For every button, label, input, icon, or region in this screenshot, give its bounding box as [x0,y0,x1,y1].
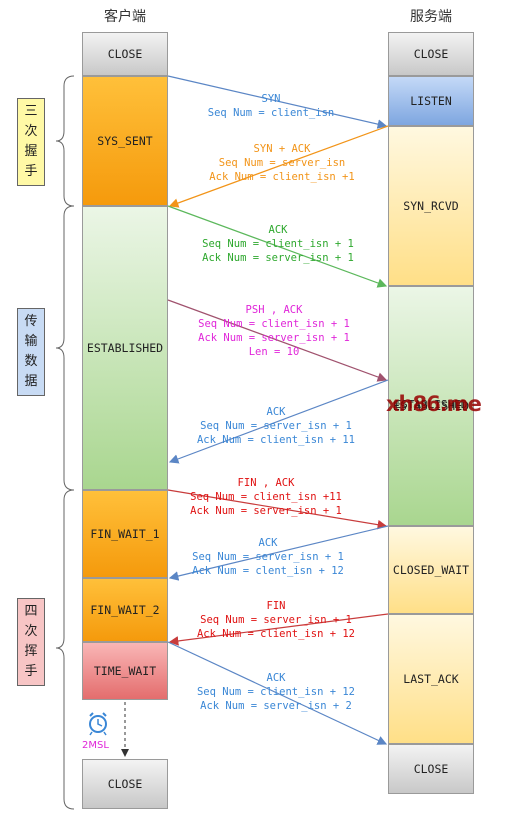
server-state-last-ack: LAST_ACK [388,614,474,744]
phase-label-wave: 四次 挥手 [17,598,45,686]
arrow-syn-ack [168,125,389,208]
phase-label-data-transfer: 传输 数据 [17,308,45,396]
client-state-close-bottom: CLOSE [82,759,168,809]
client-header: 客户端 [104,9,146,25]
arrow-data-ack [168,379,389,464]
server-state-closed-wait: CLOSED_WAIT [388,526,474,614]
arrow-close-ack [168,525,389,581]
arrow-fin-ack [167,489,388,530]
phase-label-handshake: 三次 握手 [17,98,45,186]
brace-handshake [55,75,75,207]
server-state-close-top: CLOSE [388,32,474,76]
client-state-fin-wait-2: FIN_WAIT_2 [82,578,168,642]
arrow-psh-ack [167,299,388,382]
server-state-listen: LISTEN [388,76,474,126]
watermark: xh86.me [386,392,482,416]
client-state-fin-wait-1: FIN_WAIT_1 [82,490,168,578]
client-state-sys-sent: SYS_SENT [82,76,168,206]
alarm-clock-icon [89,712,107,736]
arrow-ack [167,205,388,288]
server-state-close-bottom: CLOSE [388,744,474,794]
server-header: 服务端 [410,9,452,25]
server-state-syn-rcvd: SYN_RCVD [388,126,474,286]
brace-wave [55,489,75,810]
server-established-label: ESTABLISHED [394,398,468,411]
client-state-time-wait: TIME_WAIT [82,642,168,700]
server-state-established: ESTABLISHED [388,286,474,526]
arrow-syn [167,75,388,129]
client-state-close-top: CLOSE [82,32,168,76]
timer-label: 2MSL [82,740,109,751]
brace-data-transfer [55,205,75,491]
client-state-established: ESTABLISHED [82,206,168,490]
arrow-last-ack [167,641,388,745]
arrow-fin [168,613,389,646]
